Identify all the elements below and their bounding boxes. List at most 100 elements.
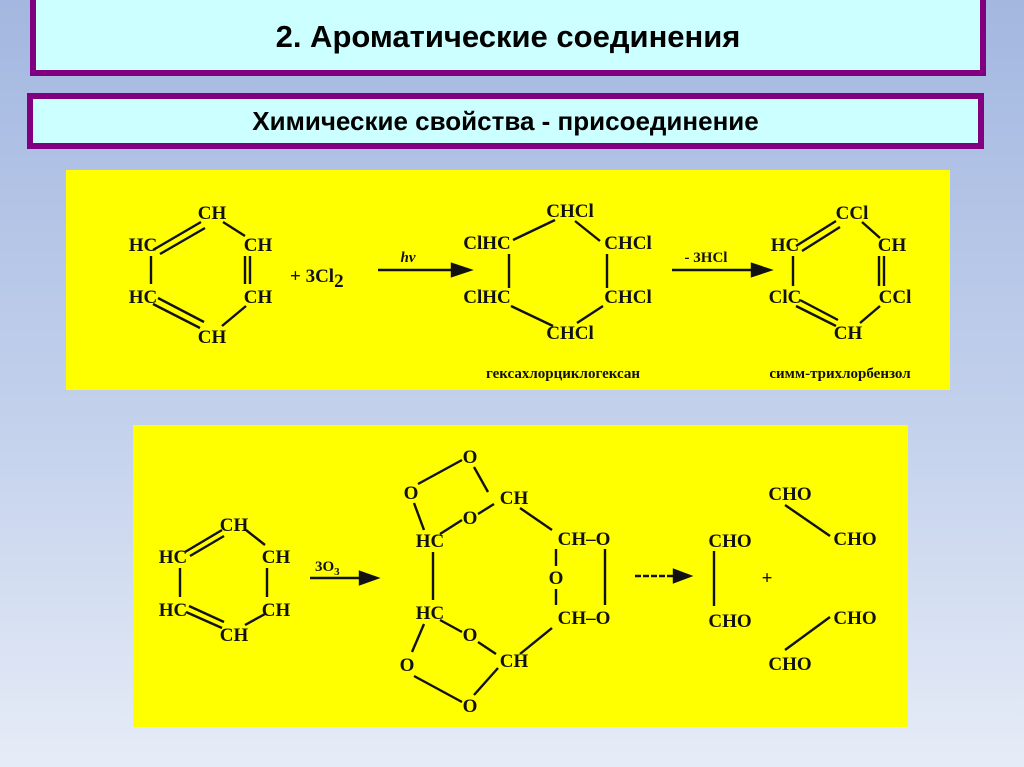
triozonide-structure: O O CH O HC CH–O O HC CH–O O O CH O — [400, 447, 611, 717]
bond — [439, 618, 463, 634]
atom: CH — [244, 287, 273, 308]
atom: CH — [262, 600, 291, 621]
atom: CHCl — [604, 233, 652, 254]
bond — [189, 534, 225, 558]
bond — [188, 604, 225, 624]
ozonolysis-panel — [133, 425, 908, 727]
atom: CH — [220, 625, 249, 646]
atom: ClHC — [463, 287, 511, 308]
bond — [412, 502, 426, 531]
atom: CH — [244, 235, 273, 256]
bond — [784, 504, 831, 537]
atom: CHCl — [546, 201, 594, 222]
benzene-structure-1: CH HC CH HC CH CH — [129, 203, 273, 348]
bond — [159, 226, 206, 256]
atom: O — [463, 696, 478, 717]
atom: CHO — [708, 611, 751, 632]
bond — [184, 528, 223, 554]
atom: CH — [198, 203, 227, 224]
trichlorobenzene-structure: CCl HC CH ClC CCl CH — [769, 203, 912, 344]
bond — [512, 218, 556, 242]
bond — [244, 612, 266, 627]
atom: HC — [129, 235, 158, 256]
elimination-label: - 3HCl — [685, 250, 728, 266]
atom: O — [463, 625, 478, 646]
atom: CH–O — [558, 529, 611, 550]
atom: CH — [878, 235, 907, 256]
bond — [152, 220, 202, 252]
atom: HC — [159, 600, 188, 621]
bond — [510, 304, 554, 328]
product-name: симм-трихлорбензол — [769, 366, 911, 382]
bond — [859, 305, 881, 324]
atom: ClHC — [463, 233, 511, 254]
atom: CH — [834, 323, 863, 344]
atom: CCl — [879, 287, 912, 308]
bond — [185, 610, 223, 630]
reagent-ozone: 3O3 — [315, 559, 340, 578]
atom: HC — [129, 287, 158, 308]
atom: CH — [198, 327, 227, 348]
atom: O — [463, 508, 478, 529]
bond — [477, 502, 495, 516]
atom: CH — [500, 651, 529, 672]
atom: O — [463, 447, 478, 468]
reagent-chlorine: + 3Cl2 — [290, 266, 344, 292]
atom: CHO — [768, 484, 811, 505]
intermediate-name: гексахлорциклогексан — [486, 366, 640, 382]
atom: CHO — [833, 529, 876, 550]
arrow-head-icon — [450, 262, 474, 278]
atom: CH — [220, 515, 249, 536]
atom: CH–O — [558, 608, 611, 629]
atom: CHO — [833, 608, 876, 629]
bond — [861, 221, 881, 239]
atom: HC — [771, 235, 800, 256]
bond — [472, 466, 490, 493]
benzene-structure-2: CH HC CH HC CH CH — [159, 515, 291, 646]
bond — [795, 219, 837, 248]
atom: CHCl — [546, 323, 594, 344]
bond — [152, 302, 201, 330]
bond — [799, 298, 839, 322]
atom: CHO — [708, 531, 751, 552]
bond — [413, 674, 463, 704]
bond — [417, 458, 463, 486]
atom: HC — [416, 531, 445, 552]
bond — [784, 616, 831, 651]
subtitle-text: Химические свойства - присоединение — [252, 105, 759, 136]
slide-title: 2. Ароматические соединения — [30, 0, 986, 76]
bond — [576, 304, 604, 325]
arrow-head-icon — [672, 568, 694, 584]
bond — [574, 220, 601, 242]
bond — [221, 305, 247, 327]
atom: CH — [262, 547, 291, 568]
bond — [410, 623, 426, 653]
atom: HC — [159, 547, 188, 568]
arrow-head-icon — [358, 570, 381, 586]
atom: CHCl — [604, 287, 652, 308]
title-text: 2. Ароматические соединения — [275, 19, 741, 54]
bond — [157, 296, 205, 324]
light-condition: hν — [401, 250, 416, 266]
bond — [519, 627, 553, 655]
atom: HC — [416, 603, 445, 624]
plus-sign: + — [762, 568, 773, 589]
bond — [439, 518, 463, 536]
atom: O — [400, 655, 415, 676]
bond — [477, 641, 497, 655]
bond — [245, 529, 266, 546]
atom: CHO — [768, 654, 811, 675]
atom: ClC — [769, 287, 802, 308]
atom: CCl — [836, 203, 869, 224]
bond — [222, 220, 246, 238]
bond — [519, 507, 553, 531]
hexachlorocyclohexane-structure: CHCl ClHC CHCl ClHC CHCl CHCl — [463, 201, 652, 344]
atom: O — [549, 568, 564, 589]
atom: O — [404, 483, 419, 504]
arrow-head-icon — [750, 262, 774, 278]
bond — [795, 304, 837, 328]
atom: CH — [500, 488, 529, 509]
glyoxal-products: CHO CHO + CHO CHO CHO CHO — [708, 484, 876, 675]
bond — [473, 667, 499, 696]
